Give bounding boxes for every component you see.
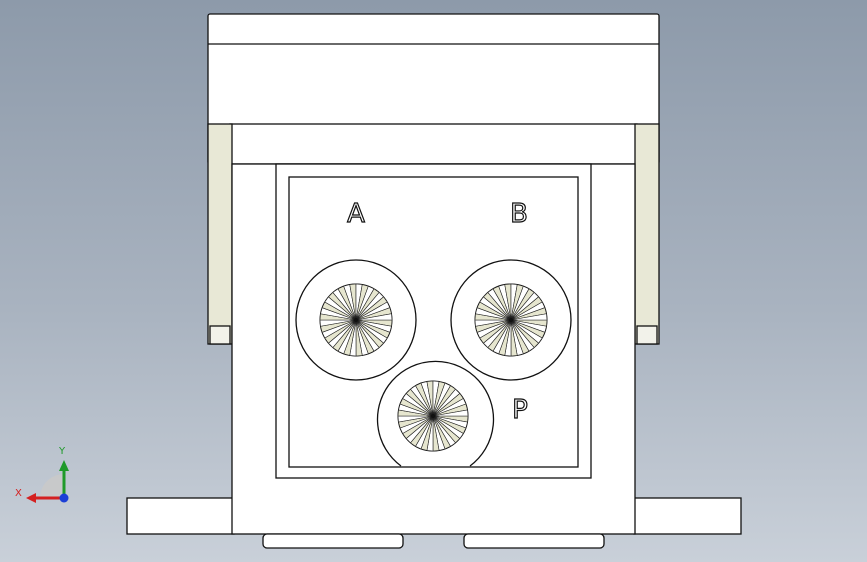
right-side-pad [634, 123, 660, 345]
port-p-hole [397, 380, 469, 452]
top-cap-lower-band [229, 123, 638, 165]
port-b-hole [474, 283, 548, 357]
bottom-tab-left [262, 533, 404, 549]
port-b-label: B [510, 199, 528, 229]
left-mounting-foot [126, 497, 235, 535]
orientation-triad: X Y [15, 446, 69, 503]
z-axis-dot [59, 493, 69, 503]
port-a-hole [319, 283, 393, 357]
port-p-label: P [512, 395, 528, 425]
bottom-tab-right [463, 533, 605, 549]
y-axis-label: Y [58, 446, 66, 457]
x-axis-label: X [15, 488, 22, 499]
port-a-label: A [347, 199, 365, 229]
right-mounting-foot [633, 497, 742, 535]
left-side-pad [207, 123, 233, 345]
